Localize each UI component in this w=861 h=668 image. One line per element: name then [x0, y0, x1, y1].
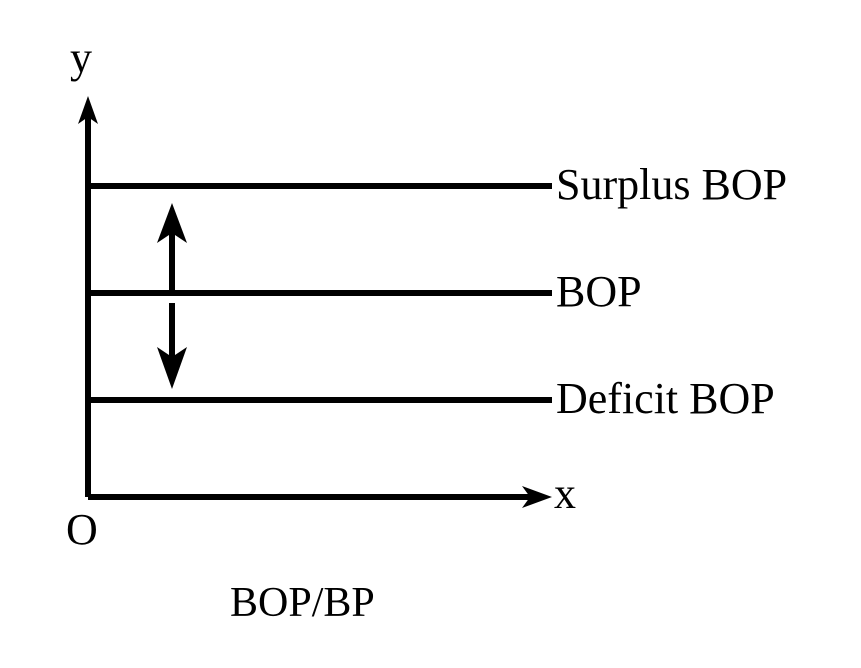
origin-label: O: [66, 505, 98, 554]
y-axis-label: y: [70, 33, 92, 82]
deficit-bop-label: Deficit BOP: [556, 374, 775, 423]
figure-caption: BOP/BP: [230, 580, 375, 626]
x-axis-label: x: [554, 469, 576, 518]
x-axis-arrowhead-icon: [522, 486, 552, 508]
surplus-bop-label: Surplus BOP: [556, 160, 788, 209]
down-arrow-icon: [157, 347, 187, 389]
bop-label: BOP: [556, 267, 642, 316]
y-axis-arrowhead-icon: [78, 96, 98, 124]
up-arrow-icon: [157, 203, 187, 243]
